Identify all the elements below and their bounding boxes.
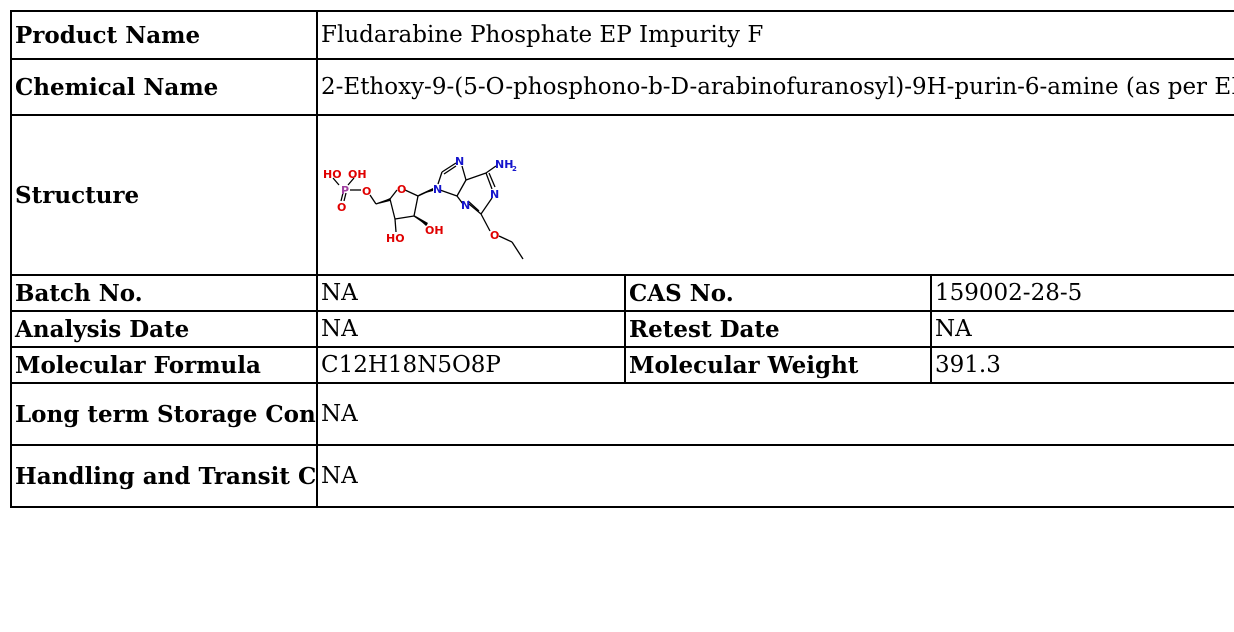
chemical-name-label: Chemical Name — [10, 58, 318, 116]
structure-label: Structure — [10, 114, 318, 276]
atom-o-ring: O — [397, 183, 406, 196]
molecular-formula-label: Molecular Formula — [10, 346, 318, 384]
atom-ho-phosphate: HO — [323, 168, 342, 181]
product-info-table: Product Name Fludarabine Phosphate EP Im… — [10, 10, 1234, 508]
molecular-weight-label: Molecular Weight — [624, 346, 932, 384]
atom-nh2: NH — [495, 158, 513, 171]
product-name-label: Product Name — [10, 10, 318, 60]
atom-o-ester: O — [362, 185, 371, 198]
molecular-weight-value: 391.3 — [929, 346, 1234, 384]
row-handling: Handling and Transit Condition NA — [10, 444, 1234, 508]
product-name-value: Fludarabine Phosphate EP Impurity F — [315, 10, 1234, 60]
storage-condition-label: Long term Storage Condition — [10, 382, 318, 446]
atom-oh-phosphate: OH — [348, 168, 367, 181]
atom-n9: N — [433, 183, 442, 196]
cas-no-label: CAS No. — [624, 274, 932, 312]
row-structure: Structure — [10, 114, 1234, 276]
chemical-structure-drawing: HO OH P O O O N N N N NH 2 HO — [323, 155, 524, 259]
analysis-date-label: Analysis Date — [10, 310, 318, 348]
row-chemical-name: Chemical Name 2-Ethoxy-9-(5-O-phosphono-… — [10, 58, 1234, 116]
product-info-sheet: Product Name Fludarabine Phosphate EP Im… — [10, 10, 1234, 632]
batch-no-label: Batch No. — [10, 274, 318, 312]
row-product-name: Product Name Fludarabine Phosphate EP Im… — [10, 10, 1234, 60]
atom-n3: N — [461, 199, 470, 212]
row-batch-cas: Batch No. NA CAS No. 159002-28-5 — [10, 274, 1234, 312]
structure-image: HO OH P O O O N N N N NH 2 HO — [319, 118, 578, 273]
atom-ho-sugar: HO — [386, 232, 405, 245]
molecular-formula-value: C12H18N5O8P — [316, 346, 626, 384]
retest-date-label: Retest Date — [624, 310, 932, 348]
row-formula-weight: Molecular Formula C12H18N5O8P Molecular … — [10, 346, 1234, 384]
retest-date-value: NA — [929, 310, 1234, 348]
storage-condition-value: NA — [315, 382, 1234, 446]
batch-no-value: NA — [316, 274, 626, 312]
handling-condition-label: Handling and Transit Condition — [10, 444, 318, 508]
atom-phosphorus: P — [341, 184, 349, 197]
atom-n7: N — [455, 155, 464, 168]
atom-o-double: O — [337, 201, 346, 214]
atom-oh-sugar: OH — [425, 224, 444, 237]
row-storage: Long term Storage Condition NA — [10, 382, 1234, 446]
atom-o-ethoxy: O — [490, 229, 499, 242]
atom-n1: N — [490, 188, 499, 201]
structure-cell: HO OH P O O O N N N N NH 2 HO — [315, 114, 1234, 276]
handling-condition-value: NA — [315, 444, 1234, 508]
cas-no-value: 159002-28-5 — [929, 274, 1234, 312]
analysis-date-value: NA — [316, 310, 626, 348]
atom-nh2-subscript: 2 — [512, 165, 517, 173]
chemical-name-value: 2-Ethoxy-9-(5-O-phosphono-b-D-arabinofur… — [315, 58, 1234, 116]
row-dates: Analysis Date NA Retest Date NA — [10, 310, 1234, 348]
